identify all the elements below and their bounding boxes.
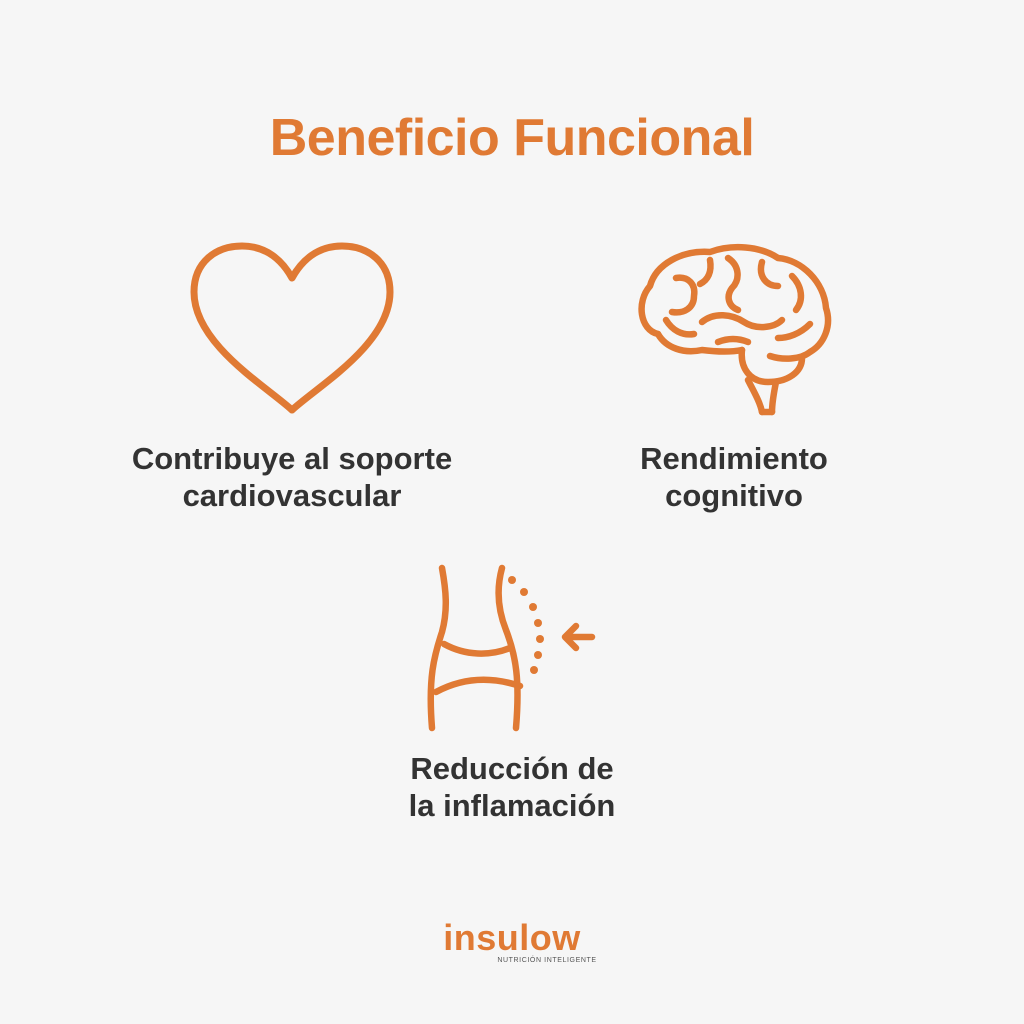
heart-icon [190, 242, 394, 414]
waist-icon [427, 564, 596, 732]
benefit-label-inflamacion: Reducción de la inflamación [408, 751, 616, 823]
benefit-label-cognitivo: Rendimiento cognitivo [640, 441, 828, 513]
brand-logo: insulow NUTRICIÓN INTELIGENTE [0, 917, 1024, 965]
brain-icon [638, 244, 832, 416]
page-title: Beneficio Funcional [269, 109, 755, 167]
logo-tagline: NUTRICIÓN INTELIGENTE [497, 957, 597, 964]
logo-wordmark: insulow [443, 917, 581, 958]
benefit-label-cardiovascular: Contribuye al soporte cardiovascular [131, 441, 453, 513]
